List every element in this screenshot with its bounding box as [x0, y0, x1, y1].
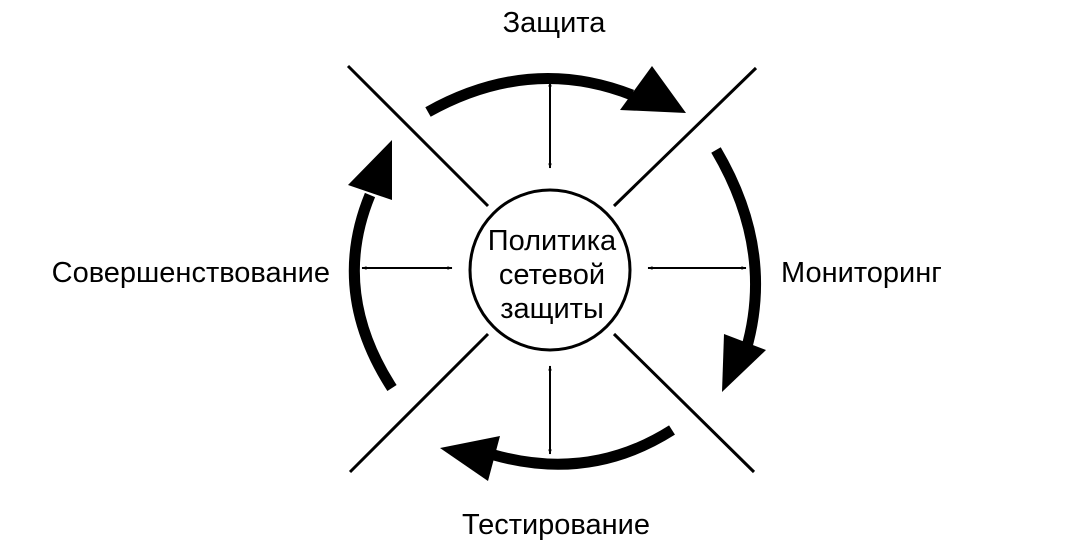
stage-label-bottom: Тестирование	[462, 509, 650, 541]
cross-line-tl-br-lower	[612, 332, 756, 474]
cross-line-tl-br-upper	[346, 64, 490, 208]
cycle-arrow-left-head	[348, 140, 392, 200]
center-circle	[468, 188, 632, 352]
cycle-arrow-top-head	[620, 66, 686, 113]
cross-line-tr-bl-upper	[612, 66, 758, 208]
center-line-3: защиты	[500, 293, 604, 325]
cycle-arrow-bottom	[492, 425, 675, 470]
cycle-arrow-left	[348, 192, 397, 391]
center-line-1: Политика	[488, 225, 617, 257]
stage-label-right: Мониторинг	[781, 257, 942, 289]
cycle-arrow-right	[711, 147, 762, 352]
cross-line-tr-bl-lower	[348, 332, 490, 474]
stage-label-left: Совершенствование	[52, 257, 330, 289]
stage-label-top: Защита	[503, 7, 607, 39]
cycle-arrow-right-head	[722, 334, 766, 392]
center-line-2: сетевой	[499, 259, 605, 291]
cycle-arrow-bottom-head	[440, 436, 500, 481]
cycle-arrow-top	[425, 73, 635, 117]
